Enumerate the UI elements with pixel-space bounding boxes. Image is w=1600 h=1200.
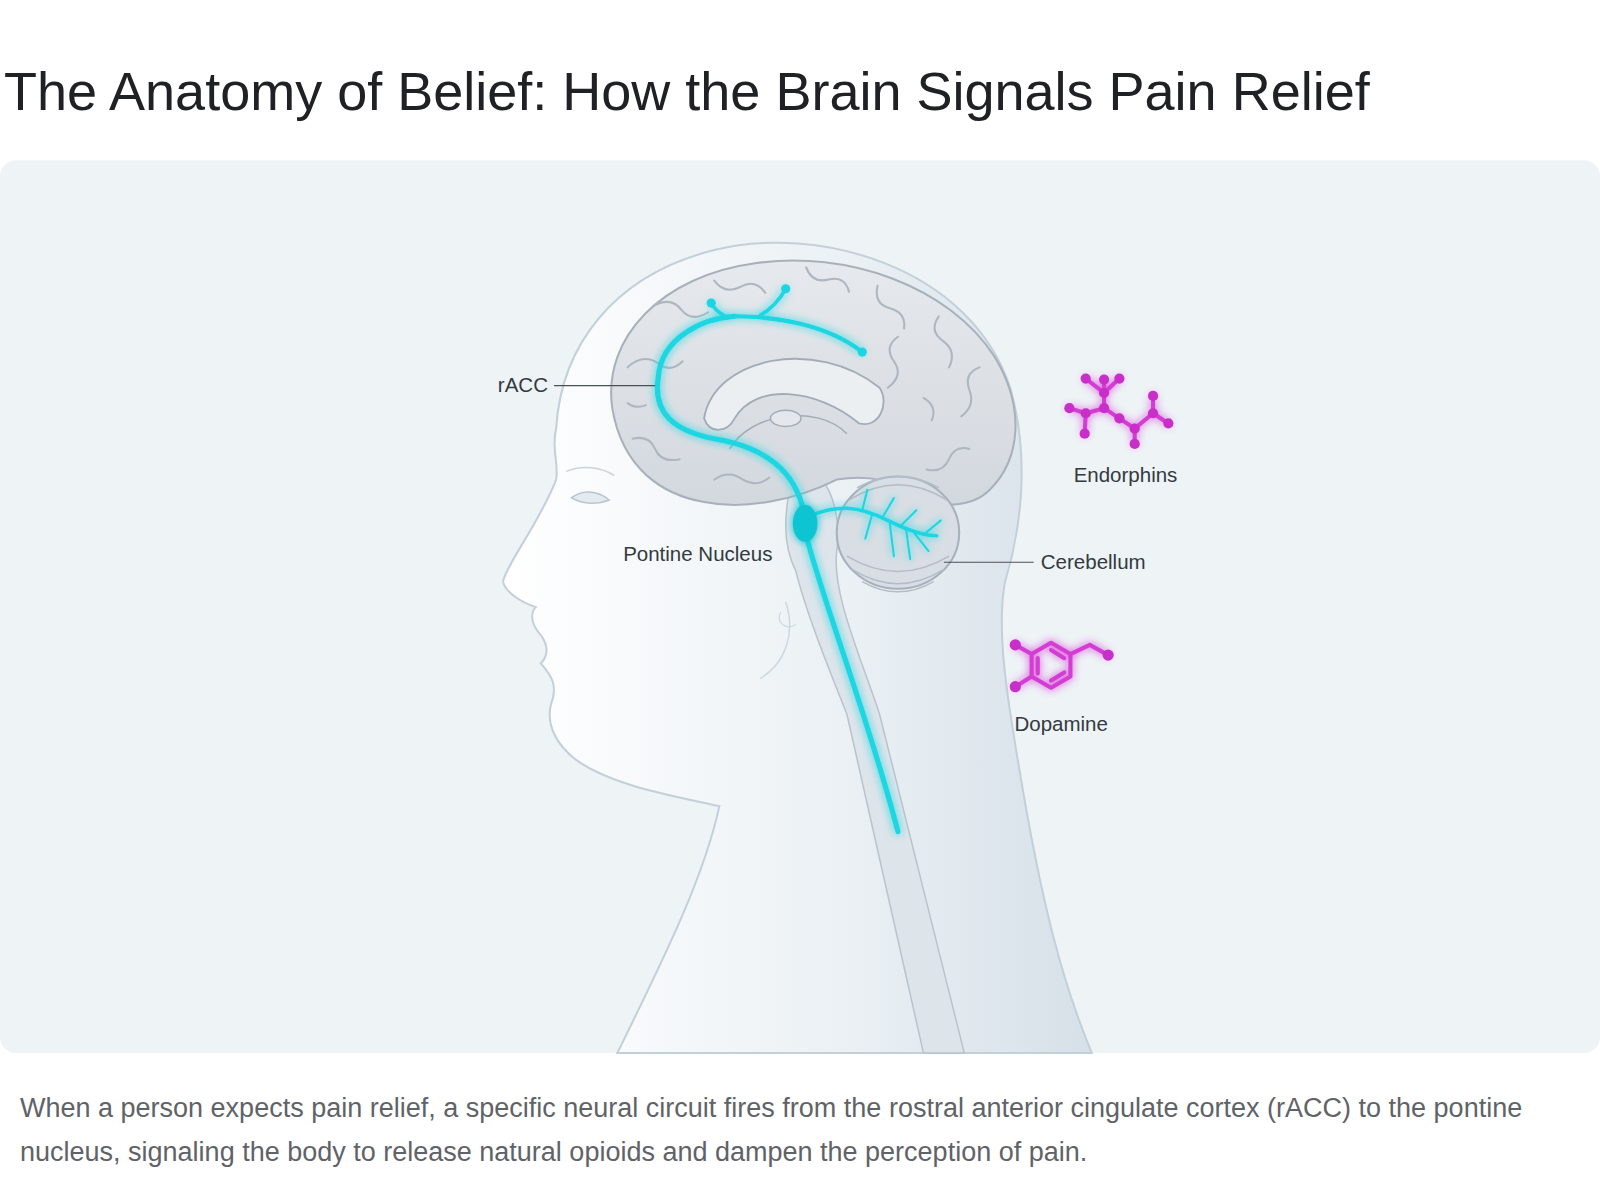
leader-line (554, 385, 655, 386)
jaw-line (760, 602, 789, 679)
endorphin-atoms (1064, 373, 1173, 449)
page-title: The Anatomy of Belief: How the Brain Sig… (4, 59, 1370, 124)
panel-background (0, 160, 1600, 1053)
corpus-callosum (704, 359, 884, 430)
brain-gyri (628, 267, 980, 483)
part-label: rACC (498, 373, 548, 398)
endorphin-molecule (1069, 379, 1168, 444)
circuit-endpoints (707, 284, 867, 356)
head-silhouette (503, 243, 1092, 1053)
cerebellum-shape (837, 477, 959, 589)
ear-hint (779, 612, 796, 626)
part-label: Pontine Nucleus (623, 542, 772, 567)
part-label: Dopamine (1014, 712, 1107, 737)
pontine-nucleus-marker (793, 505, 817, 542)
dopamine-atoms (1010, 639, 1114, 692)
brain-cerebrum (611, 261, 1015, 505)
dopamine-molecule (1015, 643, 1108, 688)
part-label: Endorphins (1074, 463, 1178, 488)
eyebrow (566, 467, 614, 475)
leader-line (944, 562, 1034, 563)
part-label: Cerebellum (1041, 550, 1146, 575)
figure-caption: When a person expects pain relief, a spe… (20, 1086, 1585, 1174)
thalamus (770, 410, 801, 426)
eye (571, 492, 609, 503)
